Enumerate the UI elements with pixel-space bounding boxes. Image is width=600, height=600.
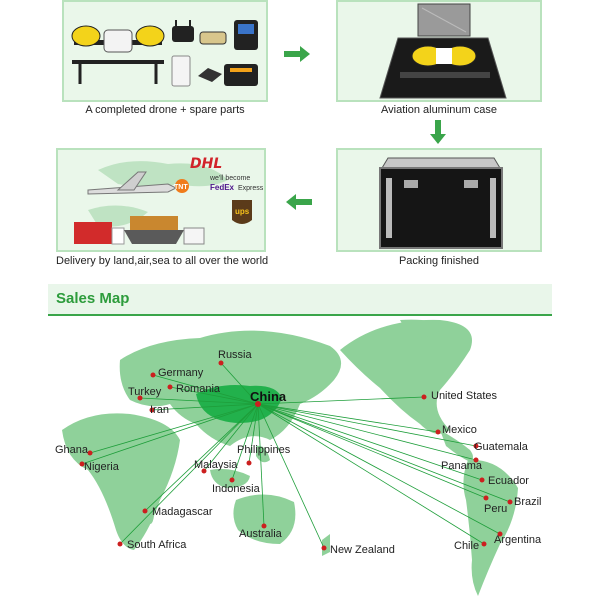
sales-map-title: Sales Map xyxy=(56,290,130,307)
pin-new-zealand xyxy=(321,545,327,551)
china-region xyxy=(196,385,282,423)
delivery-card: DHL TNT we'll become FedEx Express ups xyxy=(56,148,266,252)
drone-parts-illustration xyxy=(71,20,258,87)
label-panama: Panama xyxy=(441,460,483,472)
sales-world-map: China Russia Germany Turkey Romania Iran… xyxy=(55,319,542,596)
label-united-states: United States xyxy=(431,390,498,402)
delivery-illustration: DHL TNT we'll become FedEx Express ups xyxy=(74,156,264,245)
pin-turkey xyxy=(137,395,143,401)
label-brazil: Brazil xyxy=(514,496,542,508)
pin-chile xyxy=(481,541,487,547)
drone-parts-card xyxy=(62,0,268,102)
ups-logo: ups xyxy=(235,207,250,216)
arrow-down-icon xyxy=(430,120,446,144)
pin-brazil xyxy=(507,499,513,505)
label-nigeria: Nigeria xyxy=(84,461,120,473)
pin-panama xyxy=(473,457,479,463)
label-malaysia: Malaysia xyxy=(194,459,238,471)
label-guatemala: Guatemala xyxy=(474,441,529,453)
label-chile: Chile xyxy=(454,540,479,552)
aluminum-case-illustration xyxy=(379,3,507,99)
pin-ghana xyxy=(87,450,93,456)
dhl-logo: DHL xyxy=(190,156,222,172)
label-madagascar: Madagascar xyxy=(152,506,213,518)
arrow-right-icon xyxy=(284,46,310,62)
label-romania: Romania xyxy=(176,383,221,395)
express-text: Express xyxy=(238,185,264,192)
step4-caption: Delivery by land,air,sea to all over the… xyxy=(56,255,269,267)
pin-argentina xyxy=(497,531,503,537)
fedex-logo: FedEx xyxy=(210,183,235,192)
pin-ecuador xyxy=(479,477,485,483)
step2-caption: Aviation aluminum case xyxy=(381,104,497,116)
pin-romania xyxy=(167,384,173,390)
pin-united-states xyxy=(421,394,427,400)
pin-australia xyxy=(261,523,267,529)
pin-peru xyxy=(483,495,489,501)
welcome-text: we'll become xyxy=(209,175,250,182)
pin-indonesia xyxy=(229,477,235,483)
pin-mexico xyxy=(435,429,441,435)
label-australia: Australia xyxy=(239,528,283,540)
label-argentina: Argentina xyxy=(494,534,542,546)
arrow-left-icon xyxy=(286,194,312,210)
label-germany: Germany xyxy=(158,367,204,379)
pin-guatemala xyxy=(473,443,479,449)
label-ghana: Ghana xyxy=(55,444,89,456)
pin-russia xyxy=(218,360,224,366)
label-iran: Iran xyxy=(150,404,169,416)
tnt-logo: TNT xyxy=(174,184,188,191)
pin-malaysia xyxy=(201,468,207,474)
step3-caption: Packing finished xyxy=(398,255,480,267)
pin-germany xyxy=(150,372,156,378)
label-philippines: Philippines xyxy=(237,444,291,456)
aluminum-case-card xyxy=(336,0,542,102)
pin-madagascar xyxy=(142,508,148,514)
pin-south-africa xyxy=(117,541,123,547)
pin-china xyxy=(255,401,261,407)
sales-map-header: Sales Map xyxy=(48,284,552,316)
packed-case-illustration xyxy=(379,157,503,249)
label-russia: Russia xyxy=(218,349,253,361)
label-mexico: Mexico xyxy=(442,424,477,436)
label-peru: Peru xyxy=(484,503,507,515)
step1-caption: A completed drone + spare parts xyxy=(85,104,245,116)
pin-nigeria xyxy=(79,461,85,467)
label-indonesia: Indonesia xyxy=(212,483,261,495)
label-new-zealand: New Zealand xyxy=(330,544,395,556)
label-south-africa: South Africa xyxy=(127,539,187,551)
pin-philippines xyxy=(246,460,252,466)
label-turkey: Turkey xyxy=(128,386,162,398)
pin-iran xyxy=(149,407,155,413)
packing-card xyxy=(336,148,542,252)
label-ecuador: Ecuador xyxy=(488,475,529,487)
label-china: China xyxy=(250,389,287,404)
